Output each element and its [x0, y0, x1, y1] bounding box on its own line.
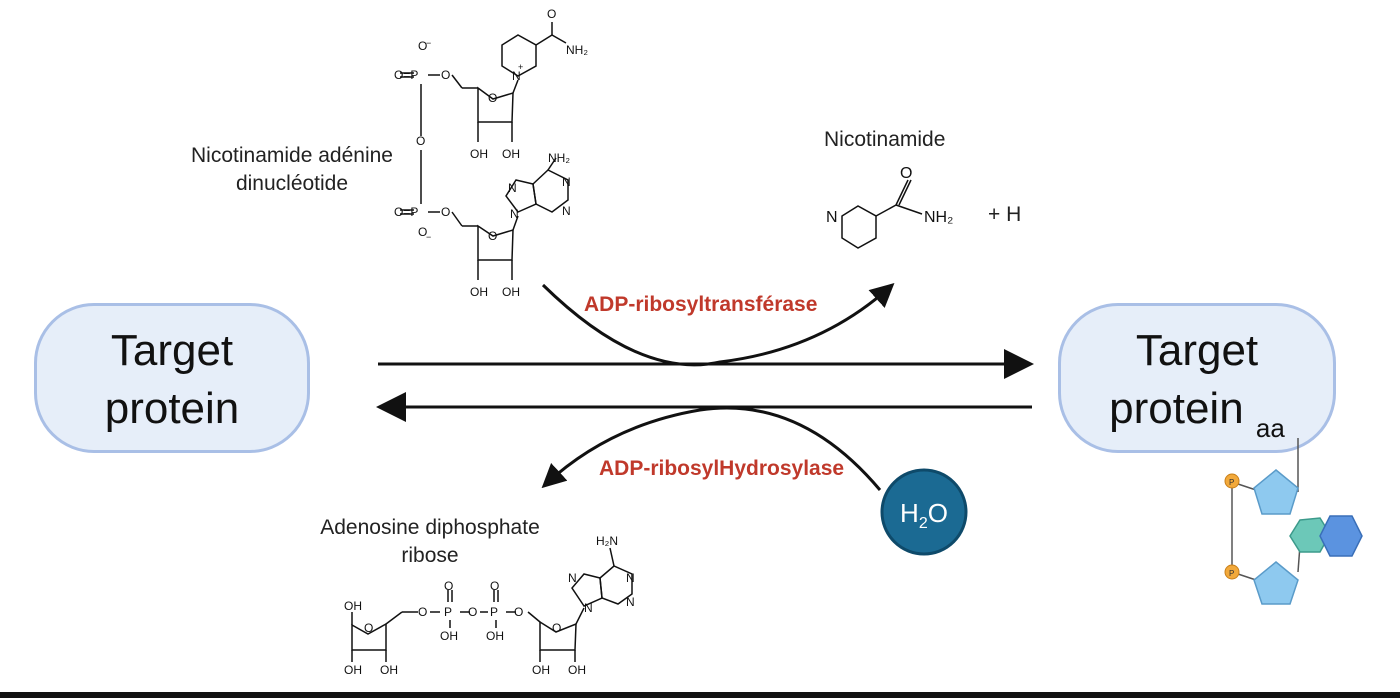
enzyme-forward-label: ADP-ribosyltransférase [584, 293, 818, 316]
svg-text:O=P: O=P [394, 68, 418, 82]
nad-label: Nicotinamide adénine dinucléotide [172, 142, 412, 198]
svg-text:O: O [488, 91, 497, 105]
adenine-hexagon-blue [1319, 515, 1363, 557]
svg-text:−: − [426, 38, 431, 48]
svg-text:P: P [490, 605, 498, 619]
svg-text:O: O [552, 621, 561, 635]
svg-text:NH₂: NH₂ [548, 151, 570, 165]
phosphate-label-bottom: P [1229, 569, 1234, 578]
bottom-border [0, 692, 1400, 698]
svg-text:OH: OH [532, 663, 550, 677]
target-protein-box-right: Target protein aa [1058, 303, 1336, 453]
svg-text:OH: OH [502, 285, 520, 299]
svg-text:OH: OH [470, 285, 488, 299]
nad-structure [400, 22, 569, 280]
nicotinamide-plus-h: + H [988, 203, 1022, 226]
nad-label-line2: dinucléotide [235, 172, 349, 195]
target-protein-right-word: protein [1109, 384, 1244, 433]
nad-label-line1: Nicotinamide adénine [191, 144, 393, 167]
phosphate-circle-bottom [1224, 564, 1240, 580]
svg-text:N: N [562, 175, 571, 189]
reverse-curved-arrow [541, 406, 882, 491]
svg-text:N: N [512, 69, 521, 83]
nicotinamide-label: Nicotinamide [824, 128, 946, 151]
svg-text:O: O [514, 605, 523, 619]
adenine-hexagon-teal [1289, 517, 1331, 553]
target-protein-right-line1: Target [1135, 326, 1259, 375]
svg-text:OH: OH [344, 663, 362, 677]
svg-text:O: O [418, 605, 427, 619]
svg-text:O: O [488, 229, 497, 243]
svg-text:+: + [518, 62, 523, 72]
nicotinamide-structure [841, 179, 923, 249]
amino-acid-subscript: aa [1255, 413, 1285, 443]
svg-text:O: O [364, 621, 373, 635]
svg-text:O: O [547, 7, 556, 21]
svg-text:O: O [441, 68, 450, 82]
enzyme-reverse-label: ADP-ribosylHydrosylase [599, 457, 845, 480]
svg-text:O: O [468, 605, 477, 619]
water-label: H2O [900, 498, 948, 532]
svg-text:N: N [568, 571, 577, 585]
water-circle [880, 468, 968, 556]
adpr-label-line2: ribose [401, 544, 459, 567]
phosphate-label-top: P [1229, 478, 1234, 487]
svg-text:N: N [508, 181, 517, 195]
adpr-structure [351, 547, 633, 662]
ribose-pentagon-bottom [1253, 561, 1299, 605]
svg-text:OH: OH [502, 147, 520, 161]
svg-text:OH: OH [568, 663, 586, 677]
svg-text:O=P: O=P [394, 205, 418, 219]
svg-text:O: O [490, 579, 499, 593]
svg-text:OH: OH [486, 629, 504, 643]
svg-text:NH₂: NH₂ [566, 43, 588, 57]
target-protein-left-line1: Target [110, 326, 234, 375]
svg-text:−: − [426, 232, 431, 242]
adpr-label: Adenosine diphosphate ribose [296, 514, 564, 570]
forward-curved-arrow [541, 282, 895, 367]
target-protein-right-line2: protein aa [1061, 380, 1333, 457]
adpr-label-line1: Adenosine diphosphate [320, 516, 540, 539]
svg-text:OH: OH [344, 599, 362, 613]
svg-text:H₂N: H₂N [596, 534, 618, 548]
svg-text:OH: OH [380, 663, 398, 677]
svg-text:N: N [562, 204, 571, 218]
target-protein-box-left: Target protein [34, 303, 310, 453]
svg-text:N: N [510, 207, 519, 221]
ribose-pentagon-top [1253, 469, 1299, 515]
adpr-atom-labels: OH O OH OH O P O OH O P O OH O O OH OH N N… [344, 534, 635, 677]
svg-text:OH: OH [440, 629, 458, 643]
target-protein-left-line2: protein [104, 384, 240, 433]
svg-text:N: N [626, 595, 635, 609]
svg-text:O: O [441, 205, 450, 219]
svg-text:O: O [416, 134, 425, 148]
svg-text:O: O [444, 579, 453, 593]
phosphate-circle-top [1224, 473, 1240, 489]
svg-text:P: P [444, 605, 452, 619]
svg-text:N: N [584, 601, 593, 615]
svg-text:O: O [418, 39, 427, 53]
svg-text:N: N [826, 209, 838, 226]
svg-text:NH₂: NH₂ [924, 209, 953, 226]
svg-text:N: N [626, 571, 635, 585]
nicotinamide-atom-labels: N O NH₂ [826, 165, 953, 226]
adp-ribose-modification-glyph: P P [1224, 438, 1363, 605]
svg-text:OH: OH [470, 147, 488, 161]
svg-text:O: O [418, 225, 427, 239]
svg-text:O: O [900, 165, 912, 182]
